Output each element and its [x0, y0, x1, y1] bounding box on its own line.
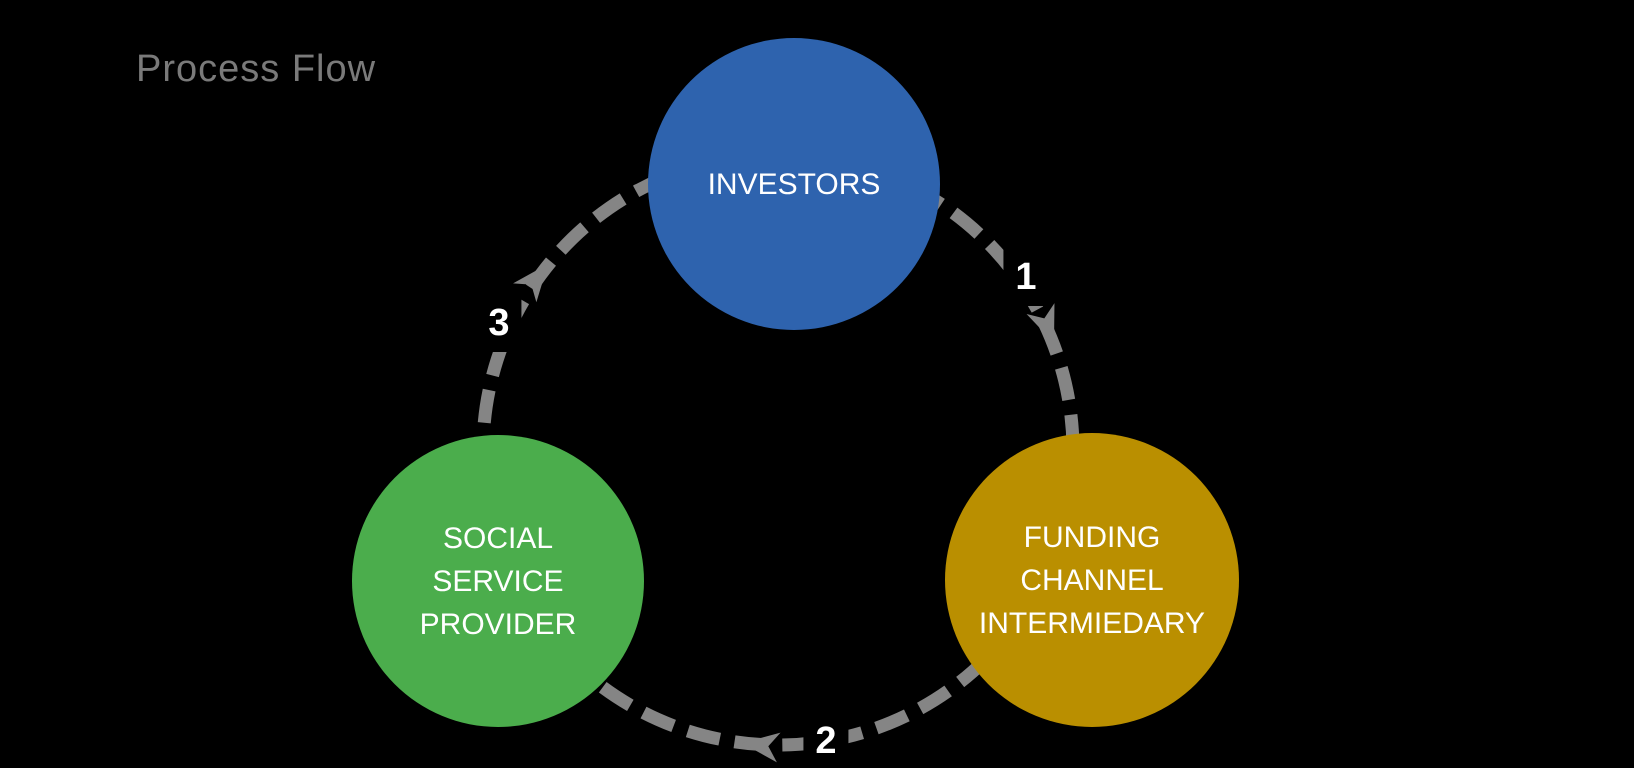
page-title: Process Flow: [136, 48, 377, 90]
step-number-1: 1: [1003, 248, 1049, 306]
step-number-3: 3: [476, 294, 522, 352]
node-investors-label: INVESTORS: [707, 167, 881, 201]
node-investors: INVESTORS: [648, 38, 940, 330]
node-social-service-provider-label: SOCIAL SERVICE PROVIDER: [419, 521, 577, 641]
step-number-2: 2: [803, 712, 849, 768]
arrowhead-step-1-icon: [1026, 303, 1055, 343]
arrowhead-step-3-icon: [513, 264, 548, 303]
arrowhead-step-2-icon: [742, 732, 781, 763]
node-funding-channel-intermiedary: FUNDING CHANNEL INTERMIEDARY: [945, 433, 1239, 727]
node-funding-channel-intermiedary-label: FUNDING CHANNEL INTERMIEDARY: [978, 520, 1206, 640]
node-social-service-provider: SOCIAL SERVICE PROVIDER: [352, 435, 644, 727]
